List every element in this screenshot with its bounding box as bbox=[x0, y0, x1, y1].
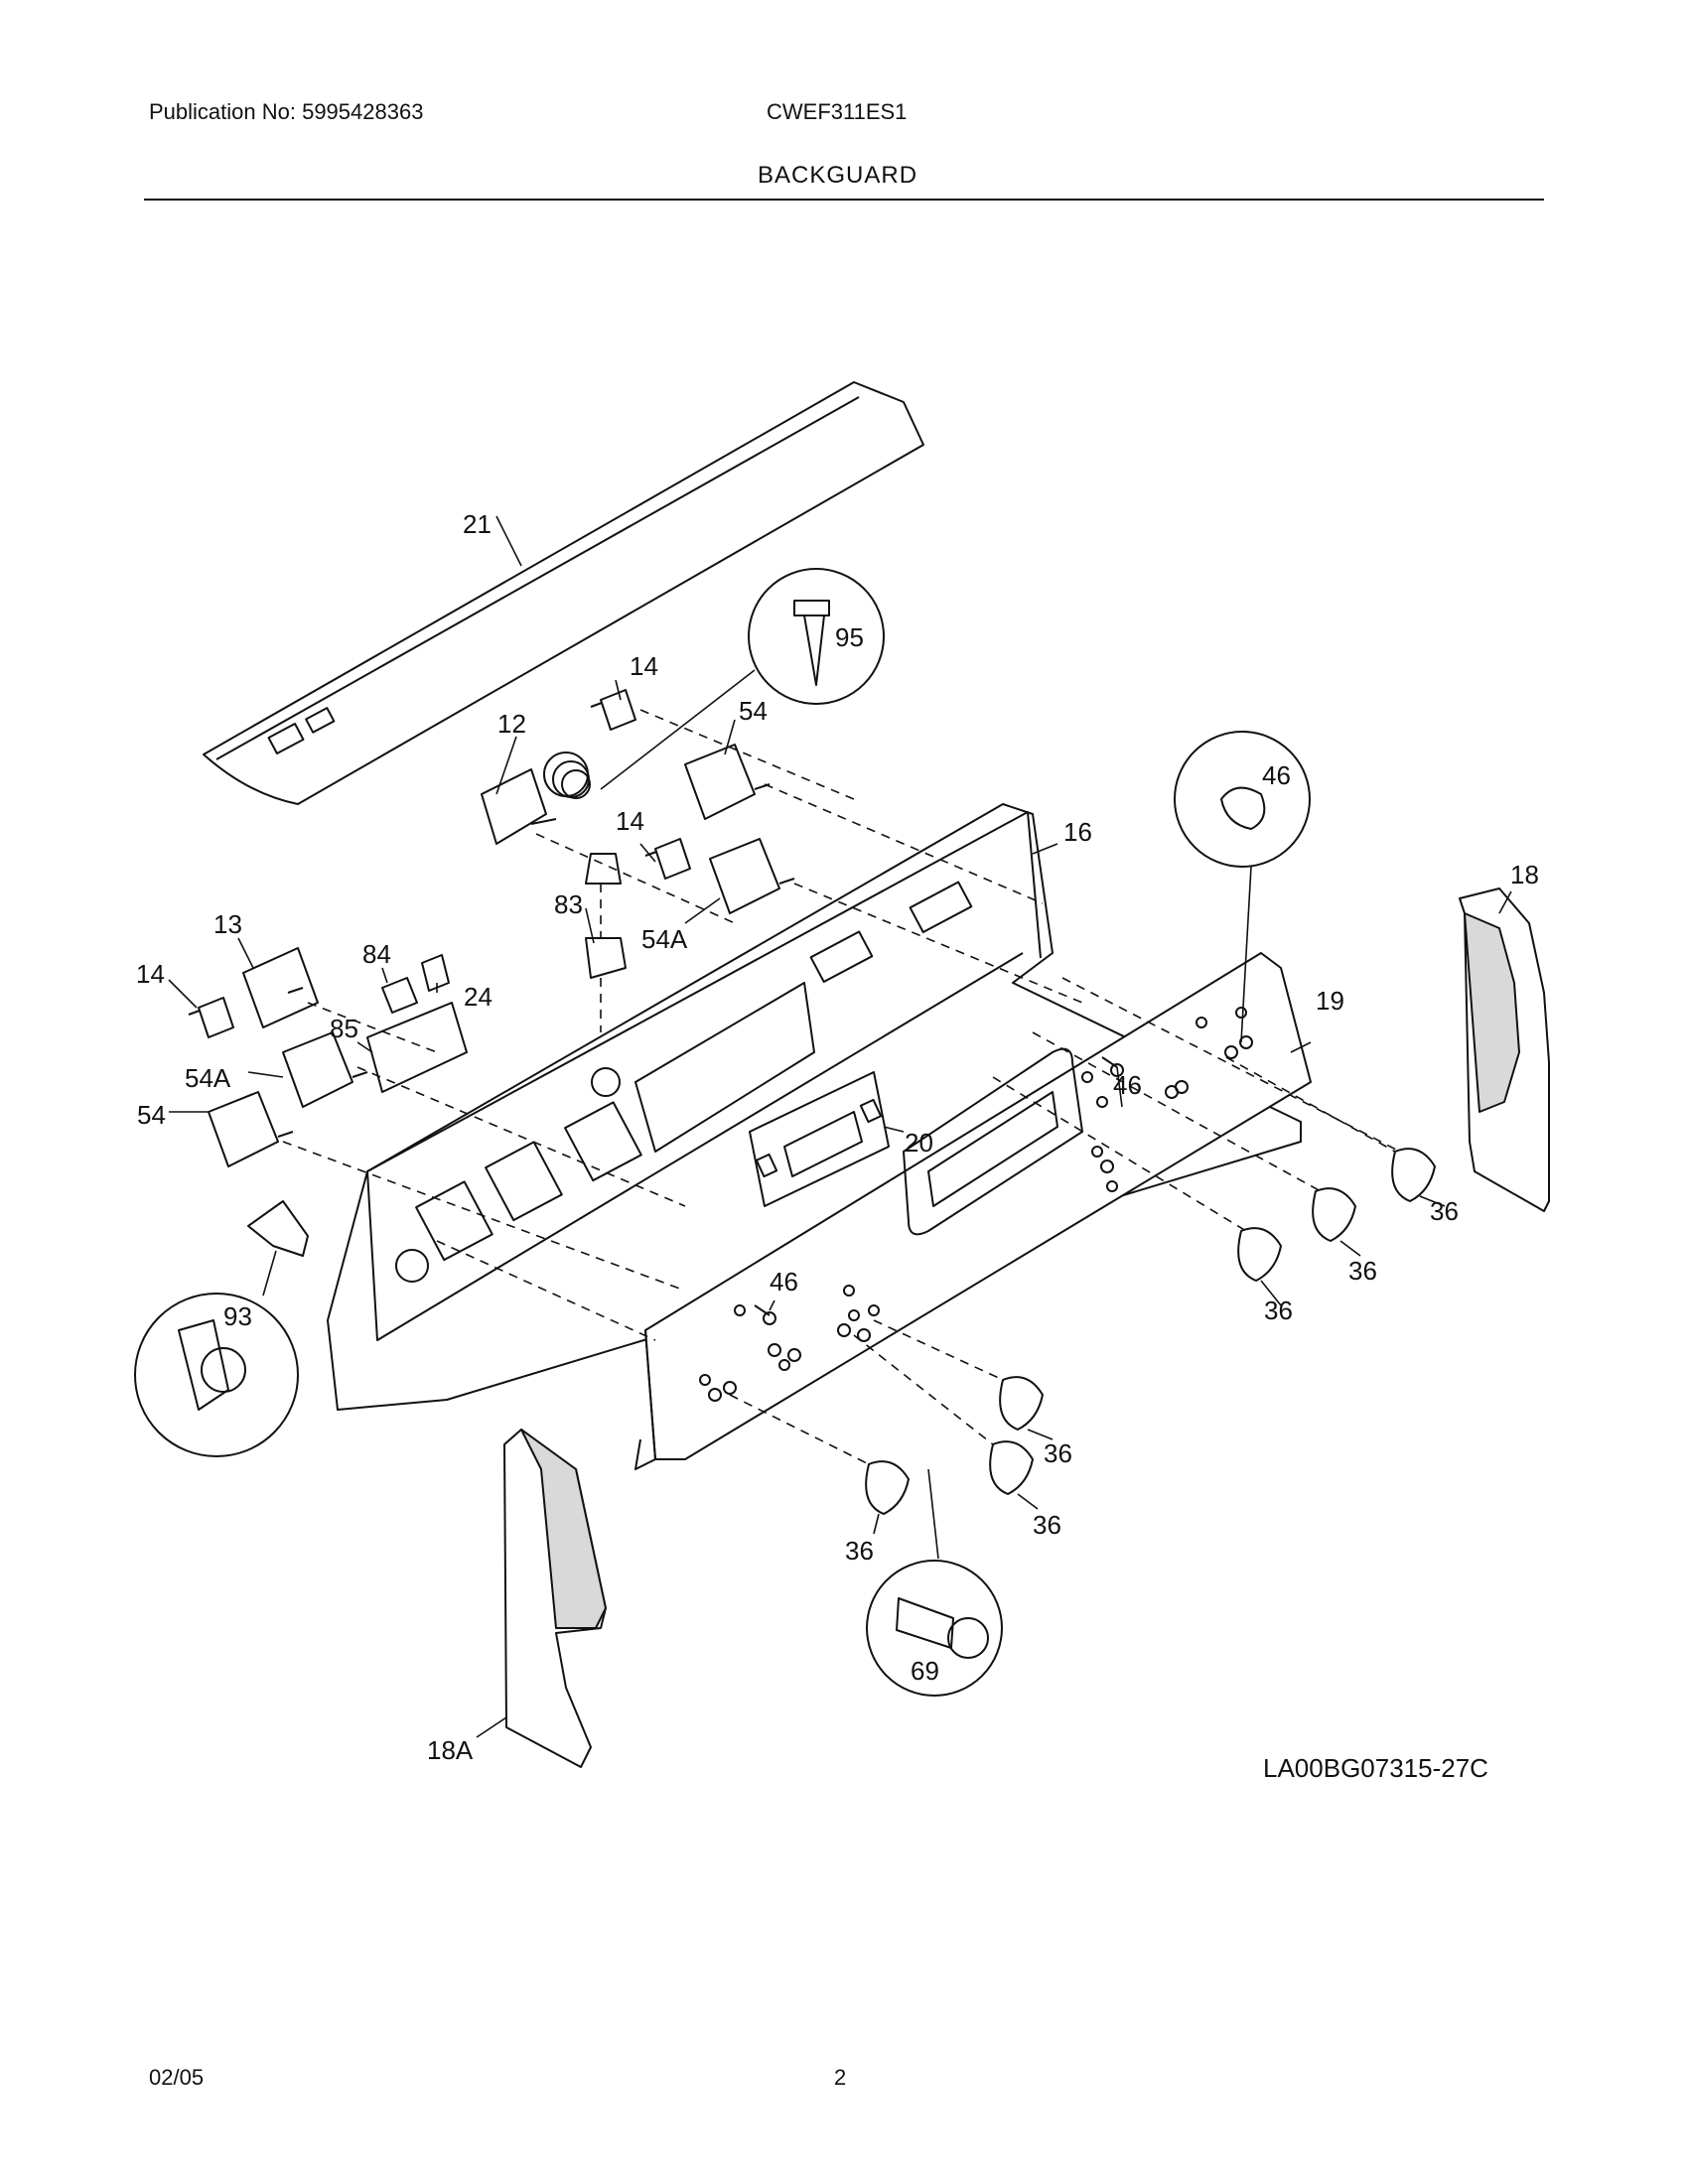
callout-46-panel-right: 46 bbox=[1113, 1070, 1142, 1100]
callout-85: 85 bbox=[330, 1014, 358, 1043]
callout-24: 24 bbox=[464, 982, 492, 1012]
part-18A-left-end-cap[interactable] bbox=[503, 1429, 607, 1768]
callout-21: 21 bbox=[463, 509, 492, 539]
callout-14-lower: 14 bbox=[136, 959, 165, 989]
callout-95: 95 bbox=[835, 622, 864, 652]
part-13-timer[interactable] bbox=[242, 947, 319, 1028]
part-21-top-trim[interactable] bbox=[203, 381, 924, 805]
assembly-lines bbox=[282, 709, 1401, 1465]
callout-36-c: 36 bbox=[1264, 1296, 1293, 1325]
part-83-socket[interactable] bbox=[585, 853, 627, 979]
part-19-front-panel[interactable] bbox=[634, 952, 1312, 1470]
callout-84: 84 bbox=[362, 939, 391, 969]
callout-14-upper: 14 bbox=[630, 651, 658, 681]
panel-holes bbox=[699, 1007, 1253, 1402]
detail-69-screw[interactable] bbox=[866, 1560, 1003, 1697]
callout-54A-lower: 54A bbox=[185, 1063, 231, 1093]
callout-12: 12 bbox=[497, 709, 526, 739]
part-46-pins[interactable] bbox=[754, 1056, 1124, 1325]
callout-18: 18 bbox=[1510, 860, 1539, 889]
part-93-bracket[interactable] bbox=[247, 1200, 309, 1257]
callout-69: 69 bbox=[911, 1656, 939, 1686]
part-20-display-board[interactable] bbox=[749, 1071, 890, 1207]
footer-page-number: 2 bbox=[834, 2065, 847, 2090]
part-36-knobs[interactable] bbox=[865, 1148, 1436, 1515]
detail-93-bracket[interactable] bbox=[134, 1293, 299, 1457]
callout-54-upper: 54 bbox=[739, 696, 768, 726]
model-number: CWEF311ES1 bbox=[767, 99, 908, 124]
part-12-thermostat[interactable] bbox=[481, 751, 591, 845]
callout-46-detail: 46 bbox=[1262, 760, 1291, 790]
callout-20: 20 bbox=[905, 1128, 933, 1158]
part-54-switch-lower[interactable] bbox=[208, 1091, 294, 1167]
footer-date: 02/05 bbox=[149, 2065, 205, 2090]
callout-13: 13 bbox=[213, 909, 242, 939]
detail-46-button[interactable] bbox=[1174, 731, 1311, 868]
part-14-terminal-a[interactable] bbox=[590, 689, 636, 731]
callout-36-f: 36 bbox=[845, 1536, 874, 1566]
part-54A-switch-lower[interactable] bbox=[282, 1031, 368, 1108]
section-title: BACKGUARD bbox=[758, 162, 918, 189]
part-85-block[interactable] bbox=[366, 1002, 468, 1093]
drawing-code: LA00BG07315-27C bbox=[1263, 1753, 1488, 1783]
detail-95-clip[interactable] bbox=[748, 568, 885, 705]
callout-18A: 18A bbox=[427, 1735, 474, 1765]
callout-36-b: 36 bbox=[1348, 1256, 1377, 1286]
callout-83: 83 bbox=[554, 889, 583, 919]
part-18-right-end-cap[interactable] bbox=[1459, 887, 1550, 1212]
callout-19: 19 bbox=[1316, 986, 1344, 1016]
part-14-terminal-c[interactable] bbox=[188, 997, 234, 1038]
part-54A-switch-upper[interactable] bbox=[709, 838, 795, 914]
callout-36-d: 36 bbox=[1044, 1438, 1072, 1468]
publication-number: Publication No: 5995428363 bbox=[149, 99, 424, 124]
leader-lines bbox=[168, 515, 1512, 1738]
part-84-lamp[interactable] bbox=[381, 977, 418, 1014]
callout-93: 93 bbox=[223, 1301, 252, 1331]
callout-16: 16 bbox=[1063, 817, 1092, 847]
header-rule bbox=[144, 199, 1544, 201]
part-14-terminal-b[interactable] bbox=[644, 838, 691, 880]
callout-46-panel-left: 46 bbox=[770, 1267, 798, 1297]
callout-36-e: 36 bbox=[1033, 1510, 1061, 1540]
part-54-switch-upper[interactable] bbox=[684, 744, 771, 820]
part-24-switch[interactable] bbox=[421, 954, 450, 992]
callout-54-lower: 54 bbox=[137, 1100, 166, 1130]
callout-36-a: 36 bbox=[1430, 1196, 1459, 1226]
callout-labels: 21 95 14 54 12 46 16 18 14 83 54A 13 84 … bbox=[136, 509, 1539, 1783]
callout-14-middle: 14 bbox=[616, 806, 644, 836]
callout-54A-upper: 54A bbox=[641, 924, 688, 954]
